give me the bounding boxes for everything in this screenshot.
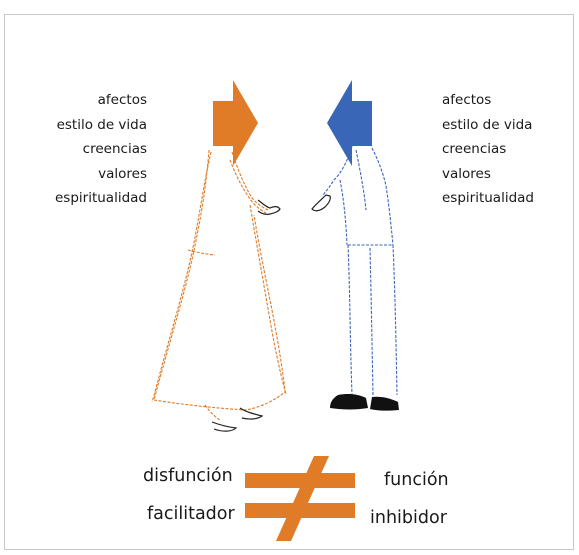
- label-facilitador: facilitador: [147, 504, 235, 524]
- left-attribute: espiritualidad: [55, 190, 147, 206]
- right-person-hands-feet: [311, 194, 399, 411]
- label-inhibidor: inhibidor: [370, 508, 447, 528]
- left-attribute: creencias: [82, 141, 147, 157]
- left-attributes-list: afectos estilo de vida creencias valores…: [55, 88, 147, 211]
- diagram-frame: [4, 14, 574, 550]
- left-attribute: valores: [98, 165, 147, 182]
- not-equal-symbol: [245, 456, 355, 541]
- right-attribute: valores: [442, 165, 491, 182]
- label-funcion: función: [384, 470, 449, 490]
- right-attribute: afectos: [442, 92, 492, 108]
- right-arrow-head: [327, 80, 372, 166]
- left-attribute: estilo de vida: [56, 116, 147, 133]
- right-attribute: espiritualidad: [442, 190, 534, 206]
- label-disfuncion: disfunción: [143, 466, 233, 486]
- right-attribute: estilo de vida: [442, 116, 533, 133]
- right-attributes-list: afectos estilo de vida creencias valores…: [442, 88, 534, 211]
- left-arrow-head: [213, 80, 258, 166]
- left-attribute: afectos: [97, 92, 147, 108]
- left-person-sketch: [151, 149, 287, 421]
- right-attribute: creencias: [442, 141, 507, 157]
- left-person-hands-feet: [211, 199, 281, 432]
- right-person-sketch: [321, 145, 398, 396]
